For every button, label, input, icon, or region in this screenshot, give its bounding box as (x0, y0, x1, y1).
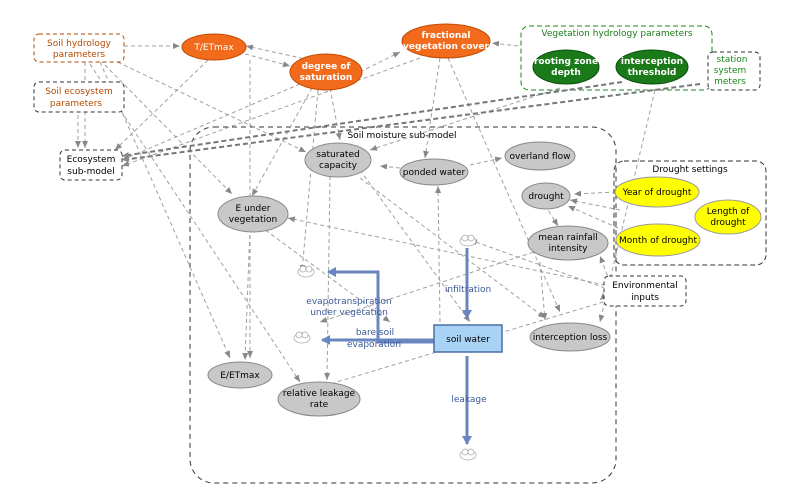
soil-ecosystem-label-line2: parameters (50, 99, 103, 109)
bare-soil-evaporation-label-line1: bare soil (356, 328, 394, 338)
soil-moisture-submodel-title: Soil moisture sub-model (347, 131, 456, 141)
ponded-water-label: ponded water (403, 168, 466, 178)
soil-water-stock[interactable] (433, 324, 503, 353)
interception-threshold-node[interactable] (615, 49, 689, 85)
interception-threshold-label-line2: threshold (628, 68, 677, 78)
degree-of-saturation-label-line2: saturation (300, 73, 353, 83)
rooting-zone-depth-label-line2: depth (551, 68, 581, 78)
fractional-vegetation-cover-label-line1: fractional (422, 31, 471, 41)
relative-leakage-rate-label-line1: relative leakage (283, 389, 356, 399)
ecosystem-submodel-label-line1: Ecosystem (67, 155, 116, 165)
fractional-vegetation-cover-label-line2: vegetation cover (403, 42, 489, 52)
soil-ecosystem-parameters-box[interactable] (33, 81, 125, 113)
saturated-capacity-node[interactable] (304, 142, 372, 178)
evapotranspiration-label-line2: under vegetation (310, 308, 388, 318)
drought-settings-group (613, 160, 767, 266)
cloud-icons (293, 234, 477, 461)
saturated-capacity-label-line1: saturated (316, 150, 359, 160)
e-etmax-label: E/ETmax (220, 371, 260, 381)
evapotranspiration-label-line1: evapotranspiration (306, 297, 391, 307)
information-links (75, 40, 656, 397)
cloud-icon-et-sink (297, 265, 315, 278)
vegetation-parameter-links (121, 81, 701, 163)
soil-water-label: soil water (446, 335, 490, 345)
saturated-capacity-label-line2: capacity (319, 161, 358, 171)
environmental-inputs-label-line1: Environmental (612, 281, 677, 291)
cloud-icon-infiltration-source (459, 234, 477, 247)
vegetation-hydrology-title: Vegetation hydrology parameters (541, 29, 693, 39)
e-under-vegetation-label-line1: E under (236, 204, 271, 214)
bare-soil-evaporation-label-line2: evaporation (347, 340, 401, 350)
soil-hydrology-label-line1: Soil hydrology (47, 39, 112, 49)
cloud-icon-leakage-sink (459, 448, 477, 461)
interception-loss-node[interactable] (529, 322, 611, 352)
e-etmax-node[interactable] (207, 361, 273, 389)
cloud-icon-evaporation-sink (293, 331, 311, 344)
degree-of-saturation-label-line1: degree of (302, 62, 351, 72)
e-under-vegetation-label-line2: vegetation (229, 215, 277, 225)
relative-leakage-rate-label-line2: rate (310, 400, 329, 410)
ecosystem-submodel-label-line2: sub-model (67, 167, 114, 177)
flow-labels: infiltration evapotranspiration under ve… (306, 285, 491, 405)
rooting-zone-depth-label-line1: rooting zone (534, 57, 598, 67)
t-etmax-node[interactable] (181, 33, 247, 61)
length-of-drought-node[interactable] (694, 199, 762, 235)
environmental-inputs-box[interactable] (603, 275, 687, 307)
soil-moisture-submodel-group (189, 126, 617, 484)
length-of-drought-label-line1: Length of (707, 207, 750, 217)
flows (321, 248, 472, 445)
e-under-vegetation-node[interactable] (217, 195, 289, 233)
infiltration-label: infiltration (445, 285, 491, 295)
degree-of-saturation-node[interactable] (289, 53, 363, 91)
drought-settings-title: Drought settings (652, 165, 728, 175)
station-system-label-line1: station (717, 55, 748, 65)
length-of-drought-label-line2: drought (710, 218, 746, 228)
rooting-zone-depth-node[interactable] (532, 49, 600, 85)
station-system-box[interactable] (707, 51, 761, 91)
relative-leakage-rate-node[interactable] (277, 381, 361, 417)
month-of-drought-node[interactable] (615, 223, 701, 257)
mean-rainfall-intensity-label-line2: intensity (548, 244, 588, 254)
year-of-drought-node[interactable] (614, 176, 700, 208)
leakage-label: leakage (451, 395, 487, 405)
ponded-water-node[interactable] (399, 158, 469, 186)
station-system-label-line2: system (714, 66, 747, 76)
drought-node[interactable] (521, 182, 571, 210)
station-system-label-line3: meters (714, 77, 746, 87)
drought-label: drought (528, 192, 564, 202)
environmental-inputs-label-line2: inputs (631, 293, 659, 303)
soil-hydrology-parameters-box[interactable] (33, 33, 125, 63)
overland-flow-label: overland flow (510, 152, 571, 162)
interception-threshold-label-line1: interception (621, 57, 683, 67)
month-of-drought-label: Month of drought (619, 236, 697, 246)
fractional-vegetation-cover-node[interactable] (401, 23, 491, 59)
year-of-drought-label: Year of drought (622, 188, 692, 198)
interception-loss-label: interception loss (533, 333, 608, 343)
ecosystem-submodel-box[interactable] (59, 149, 123, 181)
overland-flow-node[interactable] (504, 141, 576, 171)
soil-hydrology-label-line2: parameters (53, 50, 106, 60)
soil-ecosystem-label-line1: Soil ecosystem (45, 87, 113, 97)
t-etmax-label: T/ETmax (193, 43, 234, 53)
mean-rainfall-intensity-label-line1: mean rainfall (538, 233, 598, 243)
mean-rainfall-intensity-node[interactable] (527, 225, 609, 261)
